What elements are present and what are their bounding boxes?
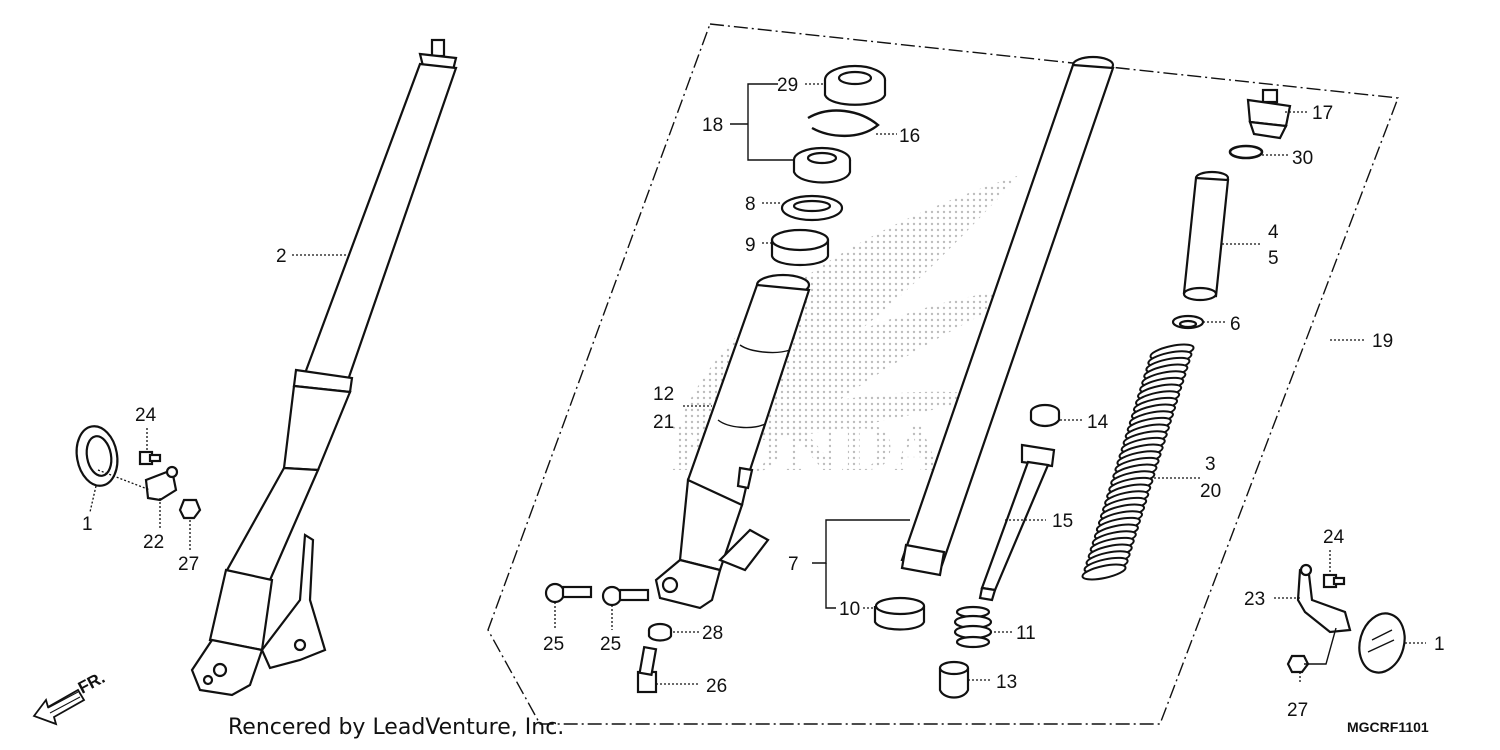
reflector-cap-part-1-left (75, 425, 119, 487)
callout-11: 11 (1016, 623, 1036, 644)
callout-17: 17 (1312, 103, 1333, 124)
callout-16: 16 (899, 126, 920, 147)
back-up-ring-part-8 (780, 194, 844, 222)
guide-bushing-part-9 (770, 228, 830, 266)
oil-seal-part-18 (792, 146, 852, 184)
oil-lock-ring-part-14 (1029, 403, 1061, 428)
bolt-part-24-left (138, 450, 162, 466)
callout-2: 2 (276, 246, 287, 267)
callout-8: 8 (745, 194, 756, 215)
bolt-part-25-a (544, 582, 593, 604)
callout-28: 28 (702, 623, 723, 644)
socket-bolt-part-26 (636, 645, 658, 694)
callout-23: 23 (1244, 589, 1265, 610)
callout-25-a: 25 (543, 634, 564, 655)
damper-rod-part-15 (978, 443, 1056, 602)
callout-10: 10 (839, 599, 860, 620)
bolt-part-24-right (1322, 573, 1346, 589)
fork-bolt-part-17 (1246, 88, 1292, 140)
callout-14: 14 (1087, 412, 1109, 433)
callout-9: 9 (745, 235, 756, 256)
callout-29: 29 (777, 75, 798, 96)
diagram-code: MGCRF1101 (1347, 719, 1429, 735)
callout-27-left: 27 (178, 554, 199, 575)
callout-24-right: 24 (1323, 527, 1345, 548)
nut-part-27-right (1286, 654, 1310, 674)
front-direction-arrow: FR. (32, 668, 108, 726)
callout-13: 13 (996, 672, 1017, 693)
callout-15: 15 (1052, 511, 1073, 532)
callout-22: 22 (143, 532, 164, 553)
callout-24-left: 24 (135, 405, 157, 426)
spring-coil (1081, 563, 1127, 581)
callout-5: 5 (1268, 248, 1279, 269)
dust-seal-part-29 (823, 64, 887, 106)
rebound-spring-part-11 (953, 605, 993, 649)
callout-1-right: 1 (1434, 634, 1445, 655)
callout-20: 20 (1200, 481, 1221, 502)
callout-27-right: 27 (1287, 700, 1308, 721)
front-fork-assembly-part-2 (190, 38, 458, 697)
nut-part-27-left (178, 498, 202, 520)
callout-18: 18 (702, 115, 723, 136)
callout-26: 26 (706, 676, 727, 697)
bracket-part-23 (1296, 563, 1352, 634)
callout-25-b: 25 (600, 634, 621, 655)
callout-4: 4 (1268, 222, 1279, 243)
callout-7: 7 (788, 554, 799, 575)
rendered-by-credit: Rencered by LeadVenture, Inc. (228, 715, 564, 740)
o-ring-part-30 (1228, 144, 1264, 160)
assembly-boundary (487, 23, 1399, 725)
stopper-ring-part-16 (807, 109, 880, 138)
callout-19: 19 (1372, 331, 1393, 352)
fork-spring-part-3 (1081, 343, 1195, 581)
callout-12: 12 (653, 384, 674, 405)
fork-outer-tube-part-12 (654, 273, 811, 610)
callout-6: 6 (1230, 314, 1241, 335)
washer-part-28 (647, 622, 673, 642)
callout-21: 21 (653, 412, 674, 433)
spring-collar-part-4 (1182, 170, 1230, 302)
fork-inner-tube-part-7 (900, 55, 1115, 577)
oil-lock-piece-part-13 (938, 660, 970, 699)
callout-3: 3 (1205, 454, 1216, 475)
reflector-cap-part-1-right (1358, 612, 1406, 674)
callout-30: 30 (1292, 148, 1313, 169)
spring-seat-part-6 (1171, 314, 1205, 330)
callout-1-left: 1 (82, 514, 93, 535)
slide-bushing-part-10 (873, 596, 926, 631)
bolt-part-25-b (601, 585, 650, 607)
